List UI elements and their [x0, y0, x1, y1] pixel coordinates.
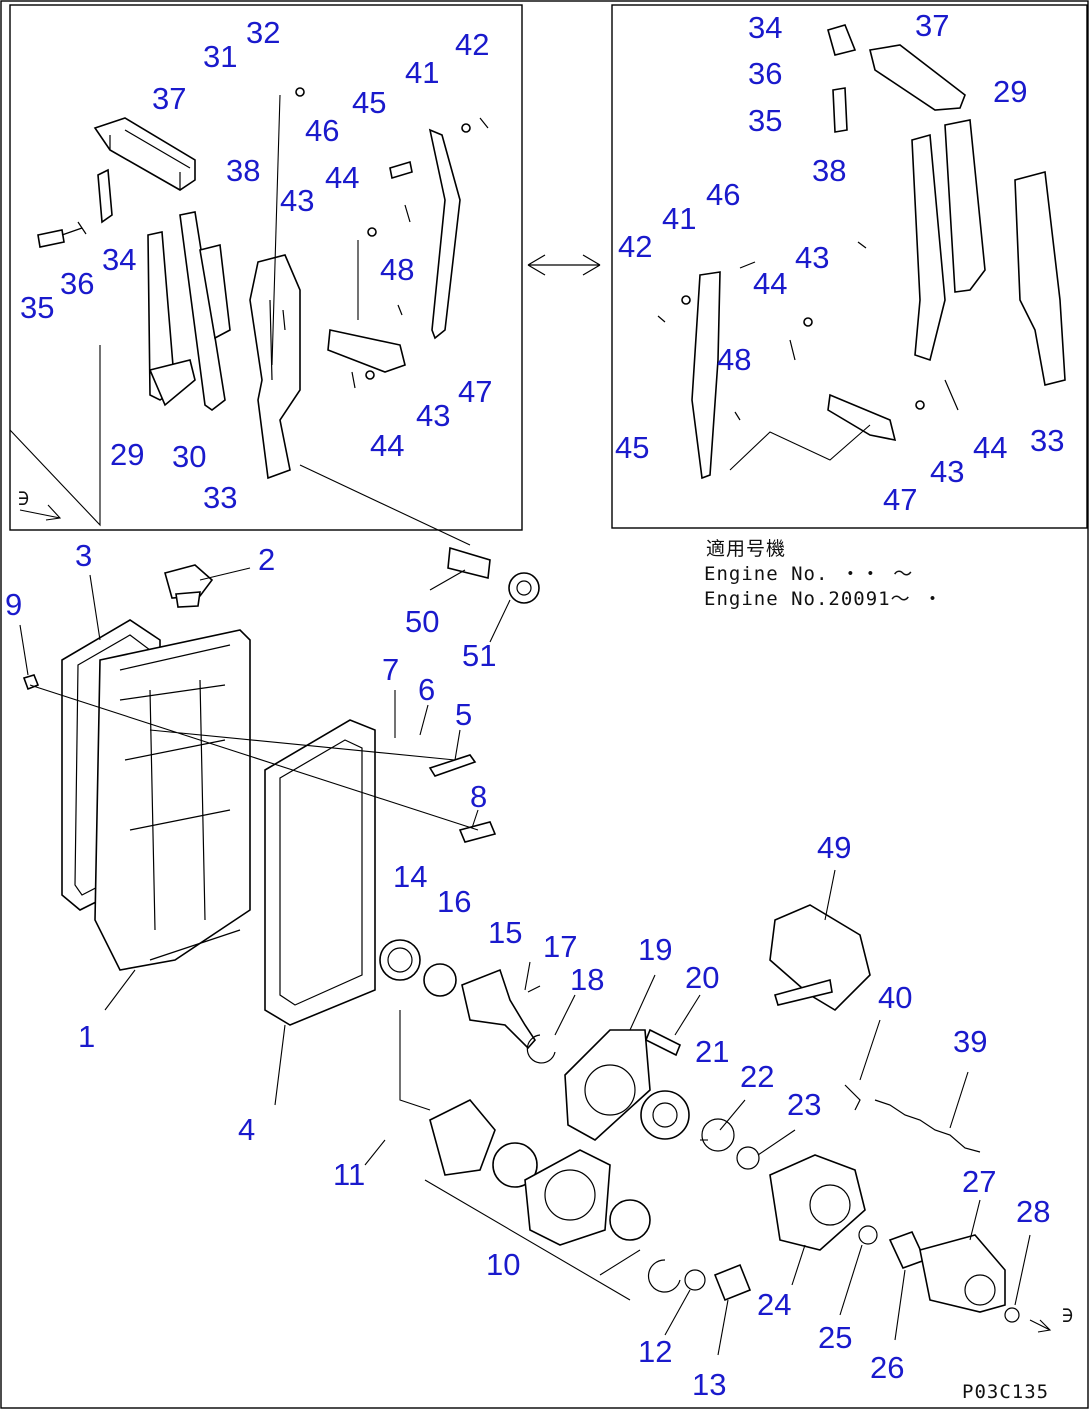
- inset-left: [9, 4, 523, 546]
- callout-49: 49: [817, 830, 851, 865]
- callout-27: 27: [962, 1164, 996, 1199]
- callout-7: 7: [382, 652, 399, 687]
- leader-lines: [19, 567, 1031, 1356]
- callout-right-29: 29: [993, 74, 1027, 109]
- callout-4: 4: [238, 1112, 255, 1147]
- inset-right-frame: [611, 4, 1088, 529]
- callout-16: 16: [437, 884, 471, 919]
- callout-11: 11: [333, 1157, 365, 1192]
- callout-18: 18: [570, 962, 604, 997]
- callout-25: 25: [818, 1320, 852, 1355]
- applicability-note: 適用号機 Engine No. ・・ ～ Engine No.20091～ ・: [704, 538, 943, 610]
- callout-12: 12: [638, 1334, 672, 1369]
- callout-20: 20: [685, 960, 719, 995]
- bracket-49: [769, 904, 871, 1012]
- callout-24: 24: [757, 1287, 791, 1322]
- callout-left-35: 35: [20, 290, 54, 325]
- callout-51: 51: [462, 638, 496, 673]
- callout-15: 15: [488, 915, 522, 950]
- callout-right-34: 34: [748, 10, 782, 45]
- callout-left-32: 32: [246, 15, 280, 50]
- callout-right-43a: 43: [795, 240, 829, 275]
- inset-right: [611, 4, 1088, 529]
- callout-right-43b: 43: [930, 454, 964, 489]
- callout-right-38: 38: [812, 153, 846, 188]
- callout-28: 28: [1016, 1194, 1050, 1229]
- callout-left-36: 36: [60, 266, 94, 301]
- ref-mark-right: ∋: [1062, 1305, 1074, 1327]
- callouts-main: 1 2 3 4 5 6 7 8 9 10 11 12 13 14 15 16 1…: [5, 538, 1050, 1402]
- callout-right-45: 45: [615, 430, 649, 465]
- callout-left-30: 30: [172, 439, 206, 474]
- main-view: [19, 504, 1052, 1333]
- callout-19: 19: [638, 932, 672, 967]
- callout-left-45: 45: [352, 85, 386, 120]
- inset-left-frame: [9, 4, 523, 531]
- gear-10: [524, 1149, 611, 1246]
- callout-right-37: 37: [915, 8, 949, 43]
- callout-left-47: 47: [458, 374, 492, 409]
- callout-right-47: 47: [883, 482, 917, 517]
- callout-right-44b: 44: [973, 430, 1007, 465]
- callout-10: 10: [486, 1247, 520, 1282]
- callout-9: 9: [5, 587, 22, 622]
- callout-right-48: 48: [717, 342, 751, 377]
- callout-left-44a: 44: [325, 160, 359, 195]
- callout-right-44a: 44: [753, 266, 787, 301]
- callout-left-42: 42: [455, 27, 489, 62]
- callout-left-34: 34: [102, 242, 136, 277]
- callout-17: 17: [543, 929, 577, 964]
- ref-mark-left: ∋: [18, 488, 30, 510]
- callout-left-41: 41: [405, 55, 439, 90]
- callout-left-43a: 43: [280, 183, 314, 218]
- double-arrow: [527, 254, 601, 276]
- callout-3: 3: [75, 538, 92, 573]
- callout-right-35: 35: [748, 103, 782, 138]
- callout-22: 22: [740, 1059, 774, 1094]
- callout-left-37: 37: [152, 81, 186, 116]
- callout-2: 2: [258, 542, 275, 577]
- callout-5: 5: [455, 697, 472, 732]
- callout-1: 1: [78, 1019, 95, 1054]
- callout-26: 26: [870, 1350, 904, 1385]
- callout-left-44b: 44: [370, 428, 404, 463]
- cover-19: [564, 1029, 651, 1141]
- callout-left-48: 48: [380, 252, 414, 287]
- callout-39: 39: [953, 1024, 987, 1059]
- callout-left-38: 38: [226, 153, 260, 188]
- callout-right-41: 41: [662, 201, 696, 236]
- callout-50: 50: [405, 604, 439, 639]
- callout-right-46: 46: [706, 177, 740, 212]
- callout-left-29: 29: [110, 437, 144, 472]
- callouts-right-inset: 29 33 34 35 36 37 38 41 42 43 43 44 44 4…: [615, 8, 1064, 517]
- callout-left-33: 33: [203, 480, 237, 515]
- plug-2: [164, 564, 214, 599]
- note-heading: 適用号機: [706, 538, 786, 560]
- gasket-4: [264, 719, 376, 1026]
- note-line-1: Engine No. ・・ ～: [704, 563, 913, 585]
- housing-1: [94, 629, 251, 971]
- note-line-2: Engine No.20091～ ・: [704, 588, 943, 610]
- callout-21: 21: [695, 1034, 729, 1069]
- callouts-left-inset: 29 30 31 32 33 34 35 36 37 38 41 42 43 4…: [20, 15, 492, 515]
- housing-24: [769, 1154, 866, 1251]
- callout-23: 23: [787, 1087, 821, 1122]
- drawing-code: P03C135: [962, 1381, 1049, 1403]
- callout-14: 14: [393, 859, 427, 894]
- callout-right-36: 36: [748, 56, 782, 91]
- cylinder-27: [919, 1234, 1006, 1313]
- callout-40: 40: [878, 980, 912, 1015]
- callout-13: 13: [692, 1367, 726, 1402]
- callout-8: 8: [470, 779, 487, 814]
- callout-left-31: 31: [203, 39, 237, 74]
- callout-right-33: 33: [1030, 423, 1064, 458]
- callout-right-42: 42: [618, 229, 652, 264]
- callout-left-43b: 43: [416, 398, 450, 433]
- callout-left-46: 46: [305, 113, 339, 148]
- callout-6: 6: [418, 672, 435, 707]
